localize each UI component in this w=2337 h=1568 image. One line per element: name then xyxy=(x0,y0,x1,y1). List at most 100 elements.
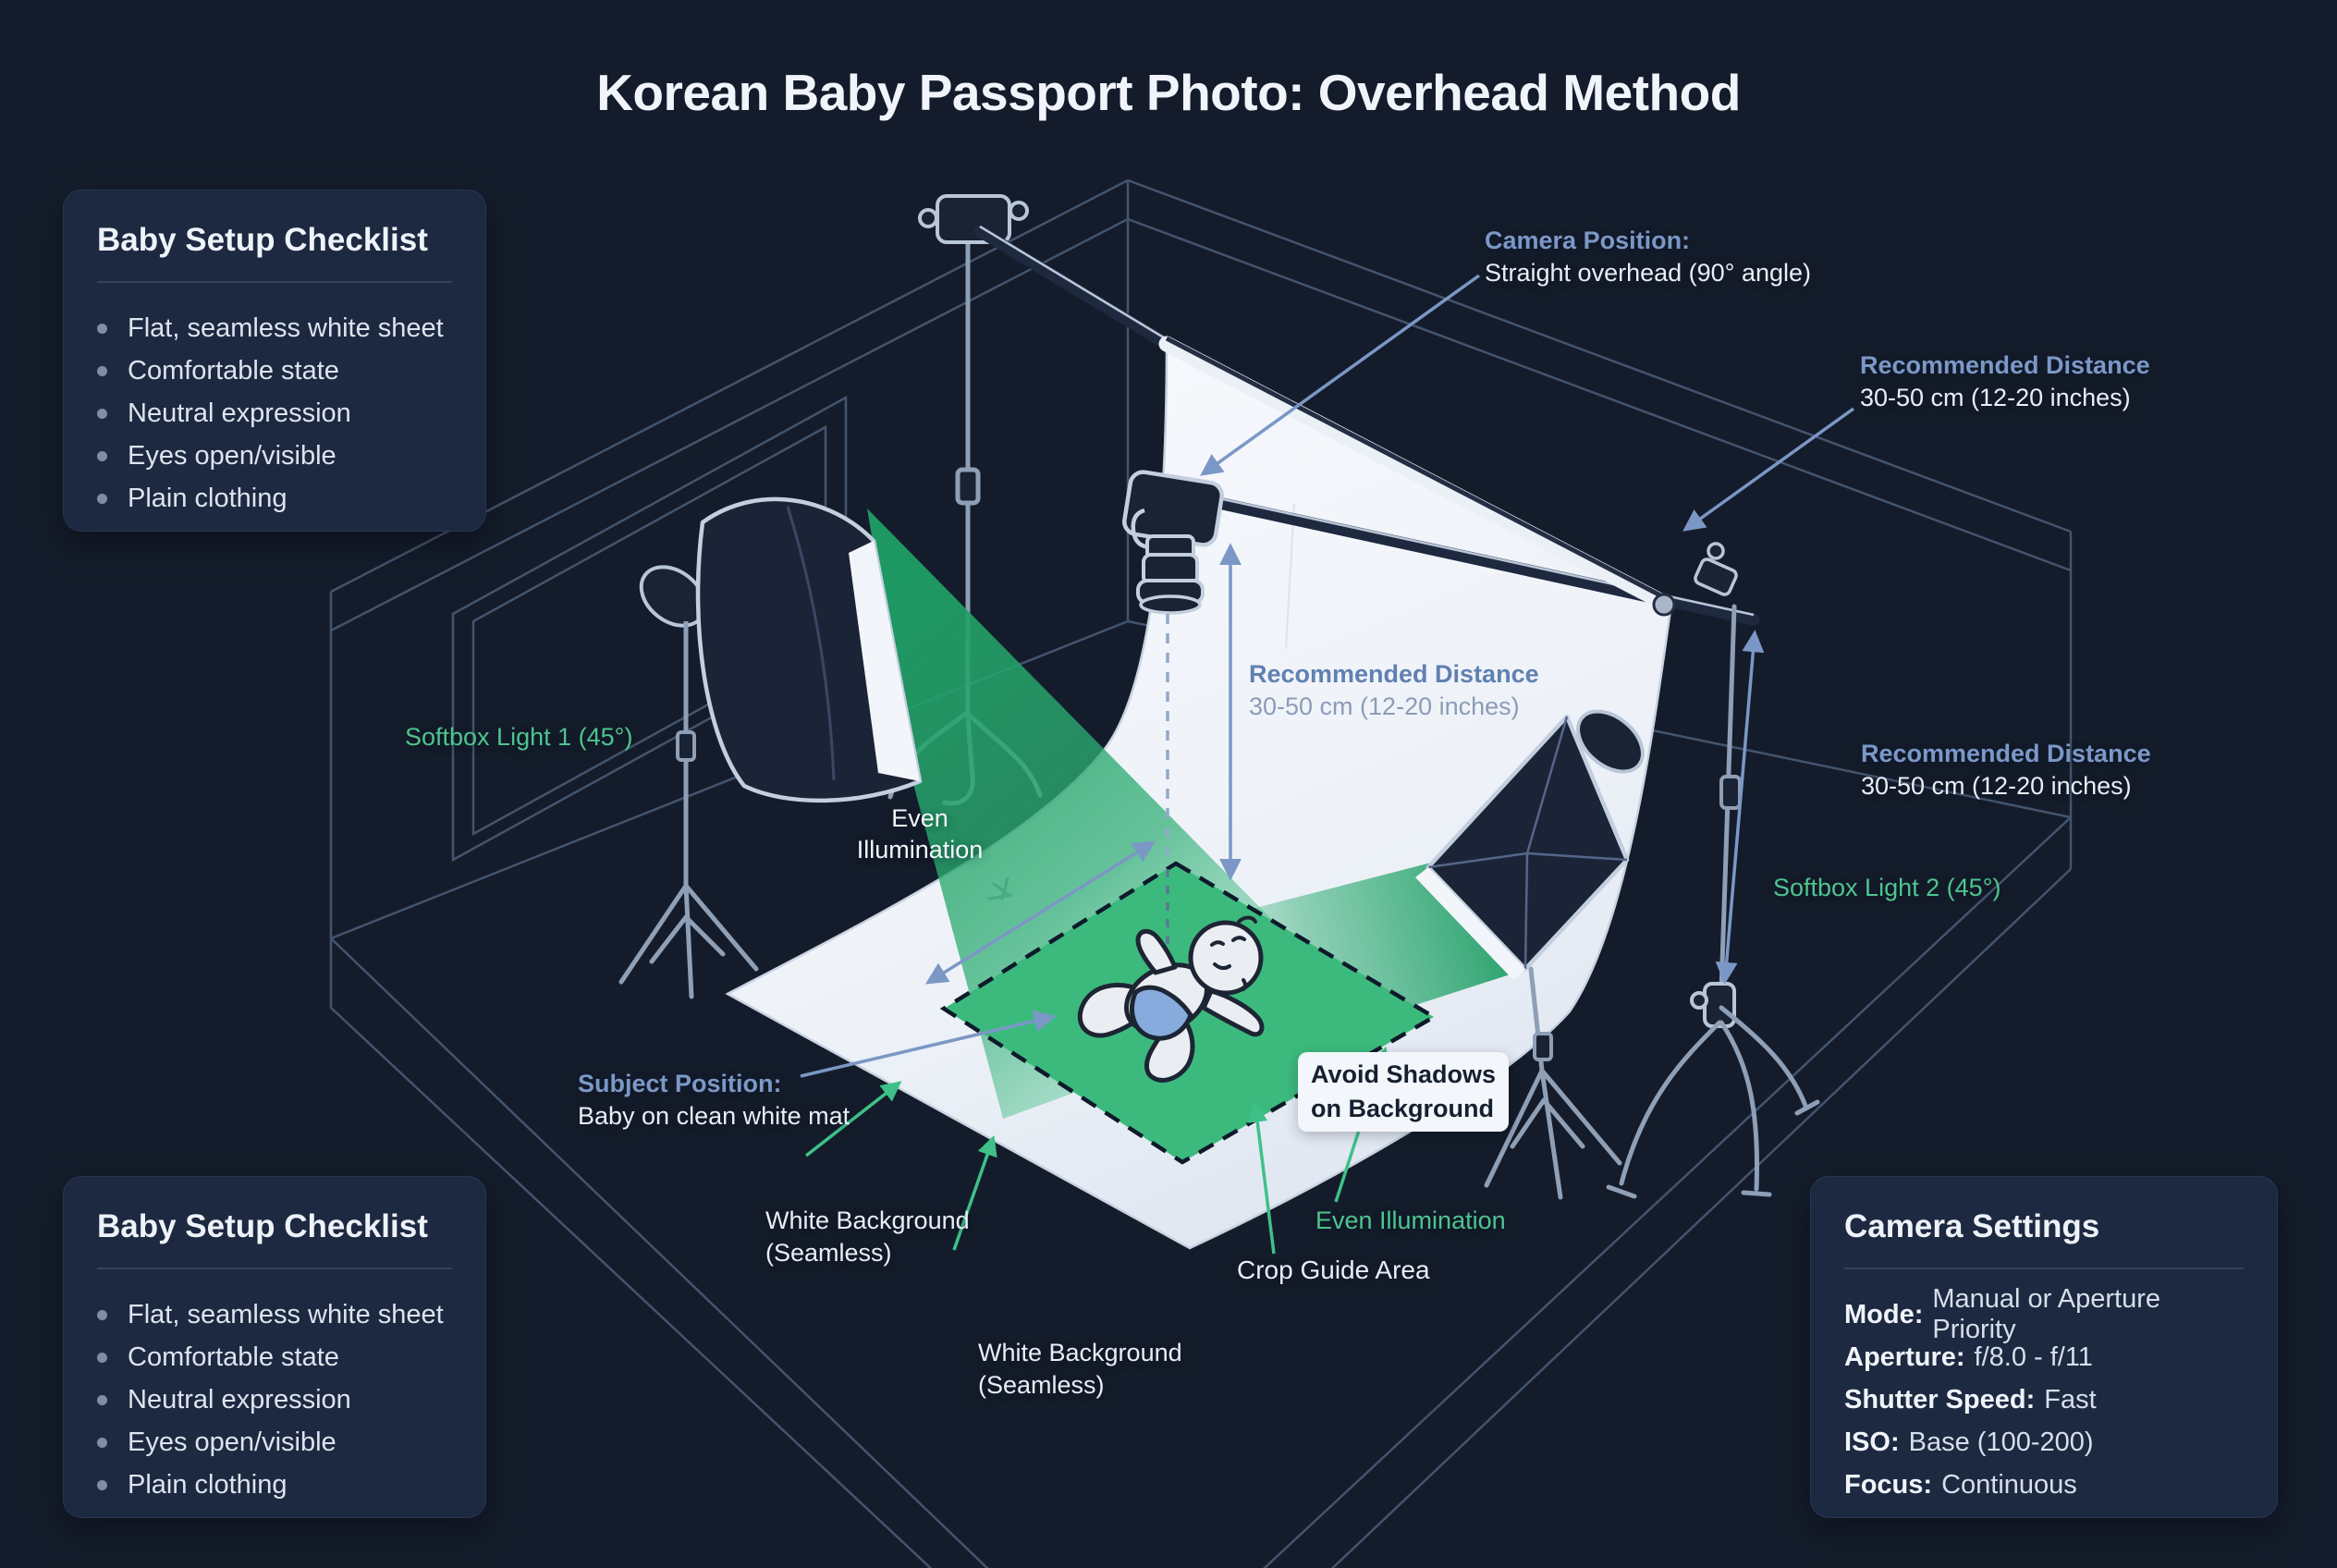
label-value: 30-50 cm (12-20 inches) xyxy=(1860,384,2131,411)
distance-top-pointer xyxy=(1682,407,1855,532)
even-illumination-beam-label: Even Illumination xyxy=(818,802,1022,865)
checklist-item: Plain clothing xyxy=(97,477,452,520)
checklist-item: Comfortable state xyxy=(97,349,452,392)
label-line: Illumination xyxy=(856,836,984,864)
softbox-1-illustration xyxy=(618,496,923,999)
setting-label: Shutter Speed: xyxy=(1844,1384,2036,1415)
checklist-item-label: Eyes open/visible xyxy=(128,1427,336,1457)
bullet-icon xyxy=(97,323,107,334)
subject-position-label: Subject Position: Baby on clean white ma… xyxy=(578,1068,850,1133)
camera-setting-row: Aperture: f/8.0 - f/11 xyxy=(1844,1336,2244,1378)
checklist-item-label: Plain clothing xyxy=(128,1469,288,1500)
checklist-item: Flat, seamless white sheet xyxy=(97,1293,452,1336)
camera-setting-row: Mode: Manual or Aperture Priority xyxy=(1844,1284,2244,1344)
checklist-item-label: Comfortable state xyxy=(128,355,339,386)
white-bg-1-pointer xyxy=(804,1081,902,1158)
checklist-item: Plain clothing xyxy=(97,1464,452,1506)
label-line: (Seamless) xyxy=(765,1239,892,1267)
white-bg-2-pointer xyxy=(952,1134,997,1251)
setting-value: f/8.0 - f/11 xyxy=(1974,1341,2093,1372)
blue-arrows xyxy=(800,274,1855,1078)
softbox-1-label: Softbox Light 1 (45°) xyxy=(405,723,633,751)
bullet-icon xyxy=(97,1352,107,1363)
recommended-distance-top-label: Recommended Distance 30-50 cm (12-20 inc… xyxy=(1860,349,2150,414)
setting-value: Fast xyxy=(2044,1384,2097,1415)
softbox-2-label: Softbox Light 2 (45°) xyxy=(1773,874,2001,901)
camera-illustration xyxy=(1122,470,1224,615)
checklist-item: Neutral expression xyxy=(97,1378,452,1421)
panel-title: Camera Settings xyxy=(1844,1208,2100,1244)
sheet-crease xyxy=(1285,503,1295,650)
softbox-2-illustration xyxy=(1415,709,1645,1200)
checklist-item-label: Plain clothing xyxy=(128,483,288,513)
overhead-boom xyxy=(973,225,1760,626)
label-line: (Seamless) xyxy=(978,1371,1105,1399)
checklist-item-label: Neutral expression xyxy=(128,1384,351,1415)
avoid-shadows-label: Avoid Shadows on Background xyxy=(1298,1052,1510,1132)
label-value: Straight overhead (90° angle) xyxy=(1485,259,1812,287)
bullet-icon xyxy=(97,1479,107,1490)
label-heading: Recommended Distance xyxy=(1861,740,2151,767)
label-line: White Background xyxy=(978,1339,1182,1366)
camera-setting-row: Shutter Speed: Fast xyxy=(1844,1378,2244,1421)
divider xyxy=(97,281,452,283)
checklist-item-label: Flat, seamless white sheet xyxy=(128,1299,444,1329)
setting-label: Aperture: xyxy=(1844,1341,1965,1372)
camera-position-pointer xyxy=(1200,274,1481,476)
bullet-icon xyxy=(97,365,107,376)
bullet-icon xyxy=(97,408,107,419)
label-heading: Recommended Distance xyxy=(1249,660,1539,688)
setting-label: Focus: xyxy=(1844,1469,1933,1500)
white-background-1-label: White Background (Seamless) xyxy=(765,1205,970,1269)
setting-label: Mode: xyxy=(1844,1299,1924,1329)
bullet-icon xyxy=(97,1437,107,1448)
divider xyxy=(97,1268,452,1269)
setting-label: ISO: xyxy=(1844,1427,1900,1457)
label-line: Avoid Shadows xyxy=(1311,1060,1497,1088)
checklist-item: Neutral expression xyxy=(97,392,452,435)
page-title: Korean Baby Passport Photo: Overhead Met… xyxy=(596,64,1741,121)
setting-value: Manual or Aperture Priority xyxy=(1932,1284,2161,1344)
backdrop-sheet xyxy=(725,341,1672,1250)
camera-settings-panel: Camera Settings Mode: Manual or Aperture … xyxy=(1810,1176,2278,1518)
label-value: Baby on clean white mat xyxy=(578,1102,850,1130)
label-value: 30-50 cm (12-20 inches) xyxy=(1861,772,2132,800)
checklist-item-label: Neutral expression xyxy=(128,398,351,428)
checklist-item: Flat, seamless white sheet xyxy=(97,307,452,349)
label-value: 30-50 cm (12-20 inches) xyxy=(1249,692,1520,720)
label-line: White Background xyxy=(765,1207,970,1234)
label-heading: Subject Position: xyxy=(578,1070,782,1097)
checklist-item-label: Eyes open/visible xyxy=(128,440,336,471)
bullet-icon xyxy=(97,1309,107,1320)
camera-setting-row: ISO: Base (100-200) xyxy=(1844,1421,2244,1464)
white-background-2-label: White Background (Seamless) xyxy=(978,1337,1182,1402)
stand-distance-arrow xyxy=(1715,630,1765,985)
checklist-item: Eyes open/visible xyxy=(97,435,452,477)
crop-guide-label: Crop Guide Area xyxy=(1237,1256,1430,1284)
mat-width-arrow xyxy=(924,840,1156,985)
label-heading: Camera Position: xyxy=(1485,227,1691,254)
divider xyxy=(1844,1268,2244,1269)
even-illumination-floor-label: Even Illumination xyxy=(1315,1207,1506,1234)
subject-position-pointer xyxy=(800,1010,1057,1078)
recommended-distance-mid-label: Recommended Distance 30-50 cm (12-20 inc… xyxy=(1249,658,1539,723)
camera-position-label: Camera Position: Straight overhead (90° … xyxy=(1485,225,1811,289)
bullet-icon xyxy=(97,493,107,504)
label-line: on Background xyxy=(1311,1095,1495,1122)
label-heading: Recommended Distance xyxy=(1860,351,2150,379)
baby-setup-checklist-bottom: Baby Setup Checklist Flat, seamless whit… xyxy=(63,1176,486,1518)
baby-setup-checklist-top: Baby Setup Checklist Flat, seamless whit… xyxy=(63,190,486,532)
camera-setting-row: Focus: Continuous xyxy=(1844,1464,2244,1506)
crop-guide-pointer xyxy=(1247,1101,1276,1255)
baby-illustration xyxy=(1077,915,1265,1083)
bullet-icon xyxy=(97,450,107,461)
checklist-item: Eyes open/visible xyxy=(97,1421,452,1464)
setting-value: Base (100-200) xyxy=(1908,1427,2094,1457)
checklist-item-label: Comfortable state xyxy=(128,1341,339,1372)
recommended-distance-right-label: Recommended Distance 30-50 cm (12-20 inc… xyxy=(1861,738,2151,802)
panel-title: Baby Setup Checklist xyxy=(97,222,428,258)
setting-value: Continuous xyxy=(1941,1469,2077,1500)
panel-title: Baby Setup Checklist xyxy=(97,1208,428,1244)
